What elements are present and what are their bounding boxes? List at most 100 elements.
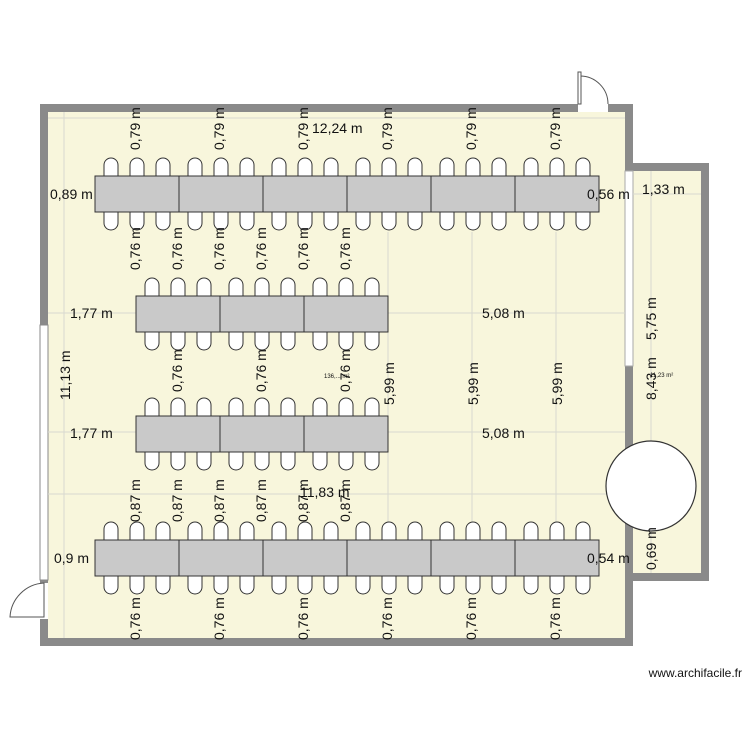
chair [549, 157, 565, 177]
chair [129, 157, 145, 177]
dim-row4-top-spacing: 0,87 m [253, 479, 269, 522]
chair [549, 575, 565, 595]
chair [439, 521, 455, 541]
chair [155, 211, 171, 231]
chair [129, 521, 145, 541]
chair [381, 211, 397, 231]
chair [355, 157, 371, 177]
chair [103, 521, 119, 541]
chair [129, 211, 145, 231]
chair [170, 277, 186, 297]
dim-row2-row3-gap: 0,76 m [337, 349, 353, 392]
dim-row4-bottom-spacing: 0,76 m [295, 597, 311, 640]
chair [280, 397, 296, 417]
dim-row1-top-spacing: 0,79 m [211, 107, 227, 150]
table-row4 [94, 539, 180, 577]
table-row2 [135, 295, 221, 333]
chairs-layer [103, 157, 591, 595]
chair [355, 211, 371, 231]
door-leaf-top [577, 71, 582, 105]
chair [228, 277, 244, 297]
chair [523, 521, 539, 541]
chair [312, 397, 328, 417]
chair [239, 211, 255, 231]
dimension-labels: 12,24 m 11,83 m 11,13 m 1,33 m 5,75 m 8,… [50, 120, 685, 570]
chair [155, 575, 171, 595]
table-row1 [514, 175, 600, 213]
chair [239, 521, 255, 541]
chair [297, 575, 313, 595]
dim-row4-top-spacing: 0,87 m [211, 479, 227, 522]
chair [491, 521, 507, 541]
dim-column-spacing: 5,99 m [381, 362, 397, 405]
chair [549, 211, 565, 231]
chair [523, 575, 539, 595]
chair [364, 397, 380, 417]
dim-row1-top-spacing: 0,79 m [547, 107, 563, 150]
chair [364, 451, 380, 471]
chair [549, 521, 565, 541]
dim-row2-left: 1,77 m [70, 305, 113, 321]
chair [187, 521, 203, 541]
chair [170, 397, 186, 417]
chair [297, 521, 313, 541]
door-swing-top [579, 75, 609, 105]
chair [187, 211, 203, 231]
table-row2 [219, 295, 305, 333]
chair [312, 331, 328, 351]
chair [523, 157, 539, 177]
chair [439, 157, 455, 177]
chair [196, 277, 212, 297]
table-row1 [178, 175, 264, 213]
table-row2 [303, 295, 389, 333]
chair [271, 211, 287, 231]
chair [213, 575, 229, 595]
guide-lines [48, 112, 701, 638]
chair [381, 521, 397, 541]
chair [280, 451, 296, 471]
chair [144, 331, 160, 351]
chair [465, 211, 481, 231]
dim-row4-bottom-spacing: 0,76 m [379, 597, 395, 640]
round-table [605, 440, 697, 532]
chair [439, 211, 455, 231]
dim-row1-left: 0,89 m [50, 186, 93, 202]
dim-row1-top-spacing: 0,79 m [463, 107, 479, 150]
dim-side-height-total: 8,43 m [643, 357, 659, 400]
chair [213, 157, 229, 177]
chair [297, 157, 313, 177]
dim-row4-bottom-spacing: 0,76 m [127, 597, 143, 640]
table-row4 [262, 539, 348, 577]
dim-row1-row2-gap: 0,76 m [295, 227, 311, 270]
chair [575, 575, 591, 595]
chair [523, 211, 539, 231]
dim-row4-bottom-spacing: 0,76 m [463, 597, 479, 640]
chair [239, 575, 255, 595]
chair [323, 575, 339, 595]
chair [213, 211, 229, 231]
table-row1 [94, 175, 180, 213]
chair [381, 575, 397, 595]
chair [323, 211, 339, 231]
chair [254, 331, 270, 351]
door-opening-top [578, 104, 608, 112]
chair [465, 575, 481, 595]
dim-row3-left: 1,77 m [70, 425, 113, 441]
chair [196, 331, 212, 351]
dim-row2-row3-gap: 0,76 m [253, 349, 269, 392]
chair [254, 277, 270, 297]
dim-row4-top-spacing: 0,87 m [295, 479, 311, 522]
chair [144, 397, 160, 417]
dim-column-spacing: 5,99 m [465, 362, 481, 405]
dim-row3-right: 5,08 m [482, 425, 525, 441]
chair [297, 211, 313, 231]
dim-row1-row2-gap: 0,76 m [253, 227, 269, 270]
chair [355, 521, 371, 541]
dim-row1-row2-gap: 0,76 m [211, 227, 227, 270]
chair [575, 211, 591, 231]
side-room-partition-opening [624, 170, 634, 367]
dim-row4-right: 0,54 m [587, 550, 630, 566]
chair [491, 211, 507, 231]
chair [312, 451, 328, 471]
